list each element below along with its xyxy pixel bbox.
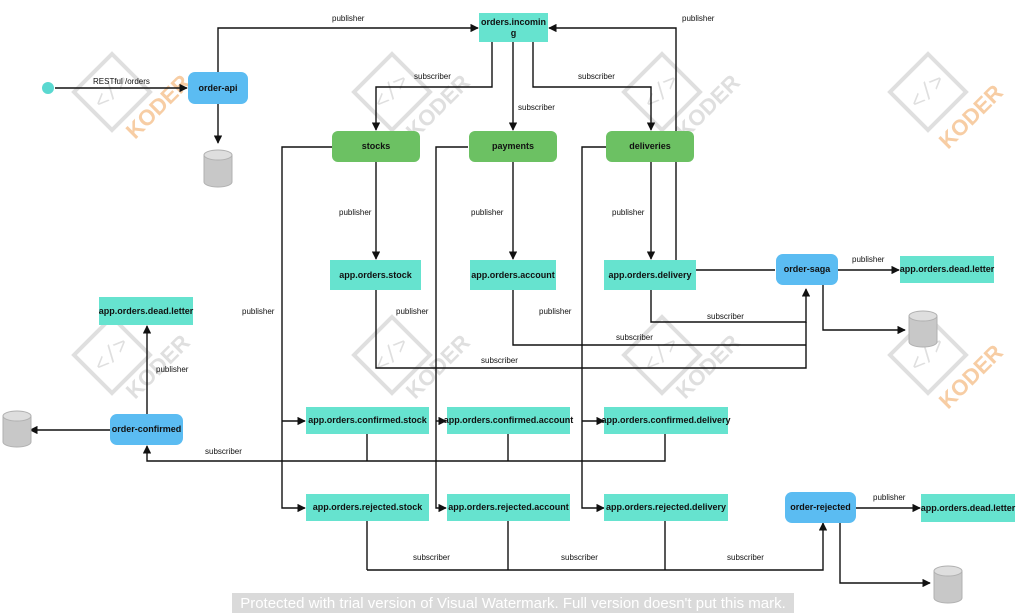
edge-label-subscriber: subscriber (578, 72, 615, 81)
edge-label-subscriber: subscriber (727, 553, 764, 562)
edge-label-publisher: publisher (873, 493, 906, 502)
edge-label-publisher: publisher (339, 208, 372, 217)
confirmed-delivery-topic[interactable]: app.orders.confirmed.delivery (601, 407, 731, 434)
database-icon (203, 149, 233, 188)
stocks-service[interactable]: stocks (332, 131, 420, 162)
rejected-delivery-topic[interactable]: app.orders.rejected.delivery (604, 494, 728, 521)
edge-label-publisher: publisher (396, 307, 429, 316)
edge-label-subscriber: subscriber (205, 447, 242, 456)
orders-incoming-topic[interactable]: orders.incomin g (479, 13, 548, 42)
orders-delivery-topic[interactable]: app.orders.delivery (604, 260, 696, 290)
edge-label-restful: RESTful /orders (93, 77, 150, 86)
order-rejected-node[interactable]: order-rejected (785, 492, 856, 523)
confirmed-dead-letter-topic[interactable]: app.orders.dead.letter (99, 297, 193, 325)
payments-service[interactable]: payments (469, 131, 557, 162)
rejected-dead-letter-topic[interactable]: app.orders.dead.letter (921, 494, 1015, 522)
confirmed-stock-topic[interactable]: app.orders.confirmed.stock (306, 407, 429, 434)
koder-watermark-text: KODER (671, 330, 745, 404)
deliveries-service[interactable]: deliveries (606, 131, 694, 162)
edge-label-subscriber: subscriber (413, 553, 450, 562)
edge-label-publisher: publisher (539, 307, 572, 316)
saga-dead-letter-topic[interactable]: app.orders.dead.letter (900, 256, 994, 283)
edge-label-subscriber: subscriber (414, 72, 451, 81)
edge-label-subscriber: subscriber (561, 553, 598, 562)
confirmed-account-topic[interactable]: app.orders.confirmed.account (444, 407, 573, 434)
start-point (42, 82, 54, 94)
edge-label-publisher: publisher (612, 208, 645, 217)
edge-label-subscriber: subscriber (518, 103, 555, 112)
rejected-stock-topic[interactable]: app.orders.rejected.stock (306, 494, 429, 521)
edge-label-publisher: publisher (242, 307, 275, 316)
orders-account-topic[interactable]: app.orders.account (470, 260, 556, 290)
order-api-node[interactable]: order-api (188, 72, 248, 104)
database-icon (933, 565, 963, 604)
edge-label-publisher: publisher (682, 14, 715, 23)
edge-label-subscriber: subscriber (616, 333, 653, 342)
order-confirmed-node[interactable]: order-confirmed (110, 414, 183, 445)
order-saga-node[interactable]: order-saga (776, 254, 838, 285)
trial-watermark-banner: Protected with trial version of Visual W… (232, 593, 794, 613)
orders-stock-topic[interactable]: app.orders.stock (330, 260, 421, 290)
edge-label-publisher: publisher (852, 255, 885, 264)
database-icon (2, 410, 32, 448)
edge-label-publisher: publisher (471, 208, 504, 217)
edge-label-subscriber: subscriber (707, 312, 744, 321)
edge-label-subscriber: subscriber (481, 356, 518, 365)
database-icon (908, 310, 938, 348)
edge-label-publisher: publisher (156, 365, 189, 374)
koder-watermark-text: KODER (401, 330, 475, 404)
edge-label-publisher: publisher (332, 14, 365, 23)
connectors (29, 23, 931, 588)
rejected-account-topic[interactable]: app.orders.rejected.account (447, 494, 570, 521)
